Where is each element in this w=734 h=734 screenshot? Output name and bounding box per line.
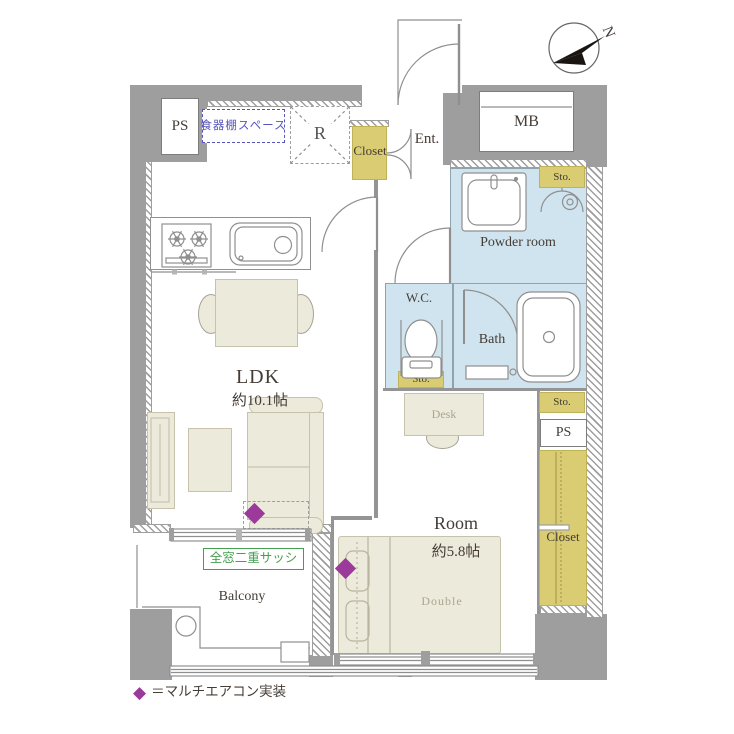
balcony-label: Balcony xyxy=(208,589,276,604)
double-bed-label-text: Double xyxy=(421,594,463,608)
wall-hall-ldk-upper xyxy=(374,178,378,198)
washing-machine xyxy=(540,188,584,213)
meter-box: MB xyxy=(479,91,574,152)
refrigerator-label-text: R xyxy=(313,123,326,143)
tv-board-detail xyxy=(150,417,170,503)
room-area-label: 約5.8帖 xyxy=(424,544,488,561)
double-bed-label: Double xyxy=(412,594,472,608)
entrance-label-text: Ent. xyxy=(414,131,440,147)
bathtub xyxy=(465,291,581,383)
double-sash-note-text: 全窓二重サッシ xyxy=(209,551,298,566)
entrance-closet-label: Closet xyxy=(344,143,396,158)
toilet xyxy=(400,319,443,379)
wall-left xyxy=(130,85,145,528)
bedroom-closet-label: Closet xyxy=(537,529,589,544)
balcony-label-text: Balcony xyxy=(218,589,266,604)
wall-room-west xyxy=(331,520,334,655)
desk-label: Desk xyxy=(431,406,457,421)
bedroom-closet-label-text: Closet xyxy=(546,529,580,544)
wc-label: W.C. xyxy=(396,290,442,305)
wc-label-text: W.C. xyxy=(405,290,433,305)
powder-storage: Sto. xyxy=(539,166,585,188)
desk: Desk xyxy=(404,393,484,436)
entrance-closet-label-text: Closet xyxy=(353,143,387,158)
dish-shelf-space: 食器棚スペース xyxy=(200,109,287,143)
entrance-label: Ent. xyxy=(405,131,449,148)
tv-board xyxy=(147,412,175,509)
hatch-powder-top xyxy=(450,159,587,168)
ldk-balcony-window xyxy=(169,528,312,542)
powder-room-door xyxy=(394,227,452,284)
hall-storage: Sto. xyxy=(539,392,585,413)
entrance-closet xyxy=(352,126,387,180)
refrigerator-label: R xyxy=(305,123,335,144)
balcony-detail xyxy=(136,545,310,663)
dining-table xyxy=(215,279,298,347)
stove xyxy=(161,223,212,268)
room-label: Room xyxy=(424,513,488,534)
bed-detail xyxy=(345,537,391,653)
room-window xyxy=(334,651,539,666)
wall-balcony-left-block xyxy=(130,609,172,680)
hatch-right-wall xyxy=(586,166,603,618)
hatch-balcony-divider xyxy=(312,533,331,657)
bath-label-text: Bath xyxy=(478,332,506,347)
legend-text: ＝マルチエアコン実装 xyxy=(151,683,287,699)
ldk-label: LDK xyxy=(222,366,294,388)
hall-storage-label: Sto. xyxy=(553,396,571,409)
wall-room-top xyxy=(331,516,372,520)
pipe-space-bedroom-label: PS xyxy=(555,425,572,441)
pipe-space-bedroom: PS xyxy=(540,419,587,447)
wall-hall-ldk-lower xyxy=(374,250,378,518)
balcony-railing xyxy=(169,665,539,677)
ldk-area-label: 約10.1帖 xyxy=(218,393,302,410)
vanity-sink xyxy=(461,172,527,232)
pipe-space-kitchen: PS xyxy=(161,98,199,155)
powder-room-label-text: Powder room xyxy=(480,235,556,250)
ldk-area-label-text: 約10.1帖 xyxy=(231,393,289,409)
ldk-label-text: LDK xyxy=(235,366,281,388)
wall-wet-south xyxy=(383,388,587,391)
ldk-door xyxy=(321,196,379,253)
wall-room-east xyxy=(537,390,540,614)
legend-marker: ◆ xyxy=(133,682,147,702)
north-label-text: N xyxy=(598,24,618,41)
entrance-door xyxy=(397,19,462,106)
compass xyxy=(548,22,605,74)
wall-bottom-right-block xyxy=(535,614,607,680)
bath-label: Bath xyxy=(465,332,519,347)
coffee-table xyxy=(188,428,232,492)
dish-shelf-space-label: 食器棚スペース xyxy=(200,119,287,132)
wall-entry-stub xyxy=(443,93,464,165)
entrance-closet-doors xyxy=(386,128,412,180)
double-sash-note: 全窓二重サッシ xyxy=(203,548,304,570)
kitchen-sink xyxy=(152,222,303,275)
meter-box-label: MB xyxy=(514,112,539,130)
room-label-text: Room xyxy=(433,513,478,533)
legend: ◆ ＝マルチエアコン実装 xyxy=(133,682,286,702)
bedroom-closet-detail xyxy=(538,452,570,604)
powder-storage-label: Sto. xyxy=(553,170,571,183)
hatch-top xyxy=(207,100,362,107)
room-area-label-text: 約5.8帖 xyxy=(431,544,481,560)
powder-room-label: Powder room xyxy=(453,235,583,250)
refrigerator-cross xyxy=(290,106,350,164)
pipe-space-kitchen-label: PS xyxy=(171,118,189,135)
